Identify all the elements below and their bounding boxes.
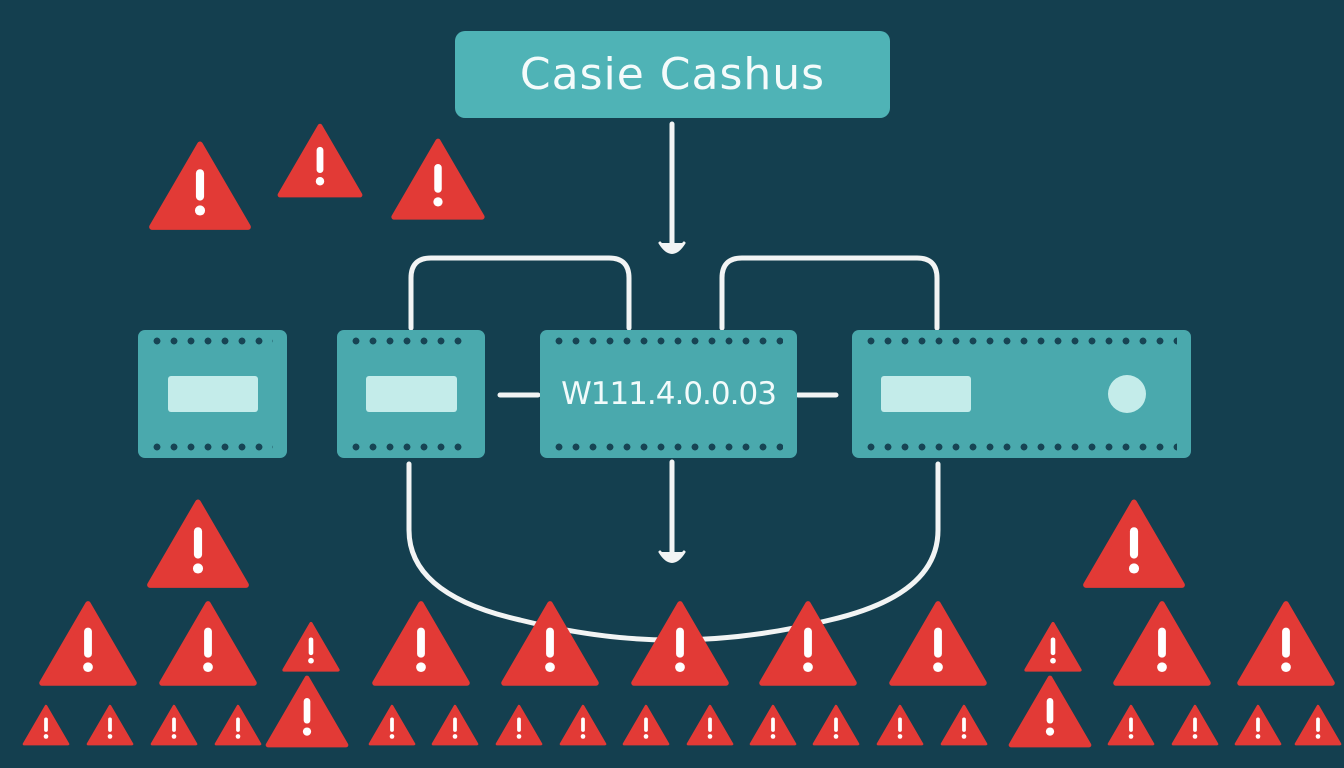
warning-triangle-icon (22, 704, 70, 746)
warning-triangle-icon (214, 704, 262, 746)
warning-triangle-icon (940, 704, 988, 746)
device-3[interactable]: W111.4.0.0.03 (540, 330, 797, 458)
status-led-icon (1108, 375, 1146, 413)
warning-triangle-icon (147, 499, 249, 588)
warning-triangle-icon (1234, 704, 1282, 746)
pin-row-top (152, 336, 273, 346)
link-device2-device3 (408, 255, 632, 331)
warning-triangle-icon (1083, 499, 1185, 588)
warning-triangle-icon (622, 704, 670, 746)
warning-triangle-icon (495, 704, 543, 746)
warning-triangle-icon (631, 601, 729, 686)
pin-row-top (866, 336, 1177, 346)
warning-triangle-icon (431, 704, 479, 746)
warning-triangle-icon (86, 704, 134, 746)
warning-triangles (22, 123, 1342, 748)
warning-triangle-icon (159, 601, 257, 686)
port-slot (881, 376, 971, 412)
warning-triangle-icon (150, 704, 198, 746)
pin-row-bottom (152, 442, 273, 452)
warning-triangle-icon (265, 675, 349, 748)
warning-triangle-icon (889, 601, 987, 686)
port-slot (168, 376, 258, 412)
pin-row-bottom (866, 442, 1177, 452)
warning-triangle-icon (1107, 704, 1155, 746)
port-slot (366, 376, 457, 412)
title-node[interactable]: Casie Cashus (455, 31, 890, 118)
warning-triangle-icon (1171, 704, 1219, 746)
device-1[interactable] (138, 330, 287, 458)
link-device3-device4 (719, 255, 940, 331)
warning-triangle-icon (1113, 601, 1211, 686)
warning-triangle-icon (372, 601, 470, 686)
warning-triangle-icon (501, 601, 599, 686)
device-3-address: W111.4.0.0.03 (561, 376, 777, 412)
title-label: Casie Cashus (519, 49, 826, 100)
warning-triangle-icon (686, 704, 734, 746)
warning-triangle-icon (277, 123, 363, 198)
warning-triangle-icon (282, 621, 340, 672)
warning-triangle-icon (1294, 704, 1342, 746)
pin-row-top (351, 336, 471, 346)
pin-row-top (554, 336, 783, 346)
pin-row-bottom (351, 442, 471, 452)
warning-triangle-icon (1008, 675, 1092, 748)
warning-triangle-icon (749, 704, 797, 746)
bottom-arrowhead (658, 550, 686, 563)
warning-triangle-icon (149, 141, 251, 230)
warning-triangle-icon (1024, 621, 1082, 672)
warning-triangle-icon (1237, 601, 1335, 686)
device-4[interactable] (852, 330, 1191, 458)
warning-triangle-icon (812, 704, 860, 746)
warning-triangle-icon (391, 138, 485, 220)
warning-triangle-icon (368, 704, 416, 746)
warning-triangle-icon (876, 704, 924, 746)
warning-triangle-icon (39, 601, 137, 686)
warning-triangle-icon (559, 704, 607, 746)
warning-triangle-icon (759, 601, 857, 686)
pin-row-bottom (554, 442, 783, 452)
title-arrowhead (658, 241, 686, 254)
device-2[interactable] (337, 330, 485, 458)
